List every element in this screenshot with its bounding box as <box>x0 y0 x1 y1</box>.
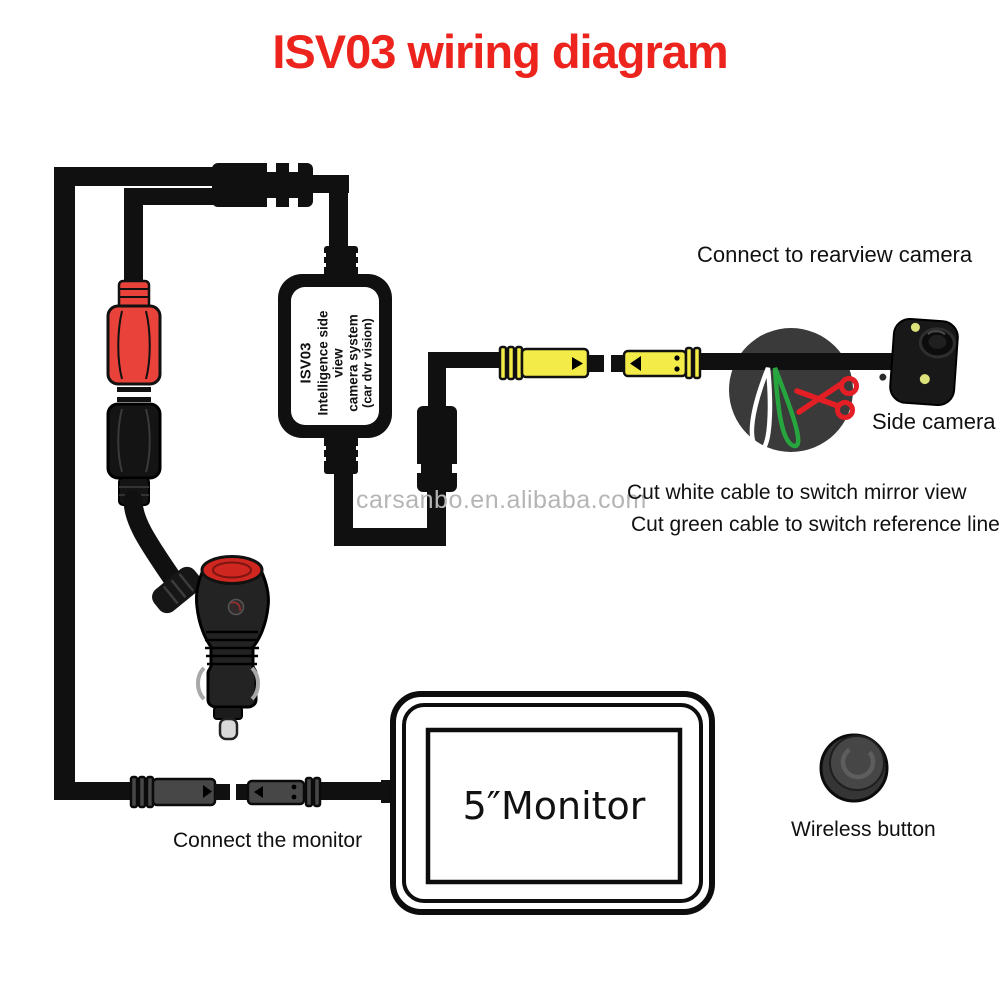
label-cut-white-cable: Cut white cable to switch mirror view <box>627 481 967 504</box>
isv03-control-box <box>278 246 392 474</box>
box-model-text: ISV03 <box>297 342 315 384</box>
camera-cable <box>700 353 902 370</box>
scissors-icon <box>794 376 859 420</box>
connector-body <box>212 163 313 207</box>
plug-red-cap <box>200 555 264 585</box>
plug-spring-clip <box>250 666 260 701</box>
rca-male-tip <box>588 355 604 372</box>
connector-notch <box>289 198 298 212</box>
rca-female-tip <box>611 355 624 372</box>
fuse-holder <box>106 279 162 506</box>
box-top-neck <box>324 246 358 278</box>
connector-branch-wire <box>124 188 216 205</box>
monitor-screen-label: 5″Monitor <box>462 784 646 828</box>
cable-loops <box>749 367 801 452</box>
connector-notch <box>267 158 276 172</box>
plug-body <box>195 564 270 709</box>
box-feed-wire <box>329 175 348 251</box>
wireless-button-icon <box>819 733 889 803</box>
connector-notch <box>289 158 298 172</box>
arrow-left-icon <box>630 356 641 371</box>
label-connect-rearview-camera: Connect to rearview camera <box>697 242 973 267</box>
inline-connector-vertical <box>412 406 461 492</box>
label-side-camera: Side camera <box>872 409 996 434</box>
label-connect-monitor: Connect the monitor <box>173 829 363 852</box>
connector-tip <box>236 784 248 800</box>
plug-collar <box>213 706 243 720</box>
connector-notch <box>267 198 276 212</box>
label-wireless-button: Wireless button <box>791 818 936 841</box>
connector-notch <box>412 464 421 473</box>
fuse-link-bar <box>117 387 151 392</box>
video-cable-wires <box>334 352 504 546</box>
fuse-feed-wire <box>124 188 143 283</box>
box-label-area <box>291 287 379 425</box>
arrow-left-icon <box>254 786 263 798</box>
fuse-red-barrel <box>106 304 162 386</box>
rca-connector-female <box>611 346 702 380</box>
watermark: carsanbo.en.alibaba.com <box>356 486 647 514</box>
fuse-link-bar <box>117 397 151 402</box>
connector-tip <box>215 784 230 800</box>
monitor <box>390 691 715 915</box>
monitor-connector-male <box>129 775 230 809</box>
isv03-box-label: ISV03 Intelligence side view camera syst… <box>290 296 384 431</box>
plug-logo <box>227 598 245 616</box>
power-splitter-connector <box>212 158 313 212</box>
camera-led <box>910 322 920 332</box>
green-cable-loop-icon <box>772 367 801 449</box>
power-cable-wires <box>54 167 349 800</box>
camera-led <box>919 374 930 385</box>
plug-cable <box>123 490 182 588</box>
connector-notch <box>452 464 461 473</box>
button-ring <box>840 744 876 780</box>
monitor-screen <box>425 727 683 885</box>
box-line4-text: (car dvr vision) <box>360 318 375 408</box>
fuse-black-barrel <box>106 402 162 480</box>
side-camera-icon <box>879 317 959 407</box>
top-horizontal-wire <box>54 167 216 186</box>
plug-ribs <box>205 630 259 666</box>
plug-tip <box>218 717 239 741</box>
connector-body <box>417 406 457 492</box>
white-cable-loop-icon <box>749 367 773 452</box>
plug-strain-relief <box>152 566 202 614</box>
button-cap <box>829 735 885 791</box>
box-bottom-neck <box>324 436 358 474</box>
box-line3-text: camera system <box>345 314 361 412</box>
left-vertical-wire <box>54 167 75 800</box>
plug-spring-clip <box>196 666 206 701</box>
arrow-right-icon <box>572 357 583 370</box>
car-power-plug-icon <box>152 555 270 741</box>
arrow-right-icon <box>203 785 212 798</box>
monitor-connector-female <box>236 776 322 808</box>
rca-connector-male <box>498 345 604 381</box>
box-line2-text: Intelligence side view <box>315 310 346 416</box>
page-title: ISV03 wiring diagram <box>272 25 728 78</box>
label-cut-green-cable: Cut green cable to switch reference line <box>631 513 1000 536</box>
